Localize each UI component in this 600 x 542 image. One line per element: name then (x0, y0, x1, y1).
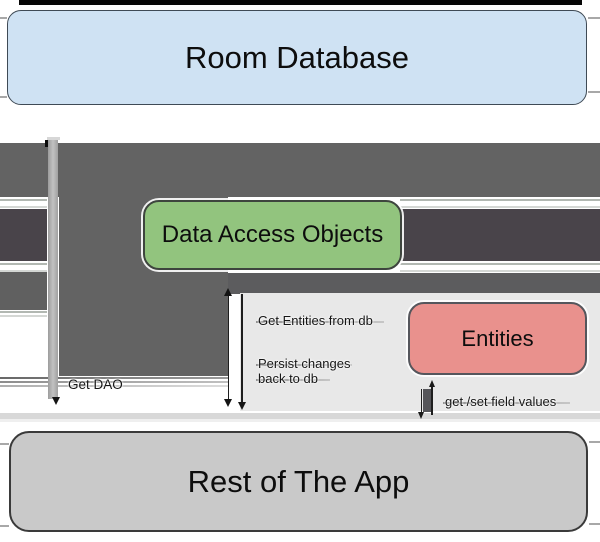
edge-tick (588, 17, 600, 19)
edge-label-get-entities: Get Entities from db (258, 313, 373, 328)
persist-arrow-line (241, 294, 243, 404)
get-entities-arrow-line (227, 292, 229, 401)
gap-line (0, 263, 47, 265)
edge-tick (0, 17, 7, 19)
gap-line (400, 270, 600, 272)
get-dao-line (0, 380, 228, 383)
edge-tick (588, 91, 600, 93)
getset-arrow-line-left (420, 389, 422, 414)
panel-shadow-line (0, 413, 600, 419)
edge-label-persist-line1: Persist changes (258, 356, 351, 371)
persist-arrowhead-down (237, 402, 246, 410)
edge-label-get-set: get /set field values (445, 394, 557, 409)
gap-line (0, 206, 47, 208)
edge-tick (589, 441, 600, 443)
arrow-band-bottom-left (0, 272, 47, 310)
node-room-database: Room Database (7, 10, 587, 105)
arrow-band-mid-right (400, 209, 600, 261)
get-entities-arrowhead-down (224, 399, 232, 407)
gap-line (400, 199, 600, 201)
edge-label-persist-line2: back to db (258, 371, 318, 386)
get-dao-arrowhead-bottom (52, 397, 60, 405)
label-strike-line (256, 364, 352, 366)
getset-arrow-line-right (431, 387, 433, 415)
getset-arrow-shaft (422, 389, 431, 412)
gap-line (0, 199, 47, 201)
edge-tick (0, 525, 9, 527)
gap-line (0, 311, 47, 313)
edge-tick (0, 96, 7, 98)
panel-shadow-line-2 (0, 419, 600, 422)
edge-label-get-dao: Get DAO (68, 377, 123, 392)
label-strike-line (256, 379, 330, 381)
arrow-band-mid-left (0, 209, 47, 261)
label-strike-line (443, 402, 570, 404)
node-rest-of-the-app: Rest of The App (9, 431, 588, 532)
label-strike-line (256, 321, 384, 323)
node-entities-label: Entities (461, 325, 534, 351)
top-border-bar (19, 0, 582, 5)
strip-cap (47, 137, 60, 140)
node-room-database-label: Room Database (184, 39, 409, 75)
node-dao-label: Data Access Objects (161, 221, 384, 248)
get-dao-line (0, 384, 228, 387)
node-rest-of-app-label: Rest of The App (187, 463, 410, 499)
getset-arrowhead-up (428, 380, 435, 387)
get-dao-arrowhead-top (45, 140, 48, 147)
gap-line (0, 270, 47, 272)
edge-tick (589, 523, 600, 525)
node-entities: Entities (408, 302, 587, 375)
gap-line (400, 263, 600, 265)
gap-line (400, 206, 600, 208)
get-dao-arrow-shaft (48, 140, 58, 399)
node-data-access-objects: Data Access Objects (143, 200, 402, 270)
getset-arrowhead-down (418, 412, 424, 419)
edge-tick (0, 443, 9, 445)
get-entities-arrowhead-up (224, 288, 232, 296)
get-dao-line (0, 377, 228, 379)
gap-line (0, 315, 47, 317)
